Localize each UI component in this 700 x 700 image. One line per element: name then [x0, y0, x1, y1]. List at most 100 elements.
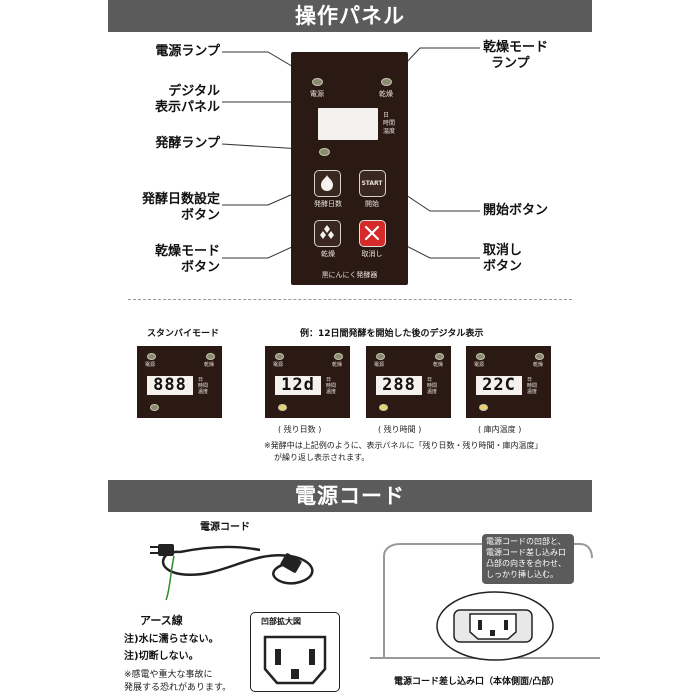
- earth-wire-label: アース線: [140, 614, 183, 627]
- cord-wire: [161, 550, 314, 585]
- mini-dry-lamp: [206, 353, 215, 360]
- plug-head: [158, 544, 174, 556]
- socket-label: 電源コード差し込み口（本体側面/凸部）: [394, 677, 560, 687]
- mini-power-label: 電源: [474, 362, 485, 368]
- callout-dry-line1: 乾燥モード: [154, 244, 220, 259]
- dry-mode-button[interactable]: [314, 220, 341, 247]
- cancel-button[interactable]: [359, 220, 386, 247]
- mini-lcd: 288: [376, 376, 422, 395]
- panel-footer: 黒にんにく発酵器: [321, 271, 378, 279]
- start-button[interactable]: START: [359, 170, 386, 197]
- mini-dry-lamp: [435, 353, 444, 360]
- callout-dry-line2: ボタン: [180, 260, 220, 275]
- display-screen-days: 電源 乾燥 12d 日時間温度: [265, 346, 350, 418]
- female-socket-icon: [263, 635, 327, 685]
- mini-side-labels: 日時間温度: [198, 377, 209, 395]
- mini-ferment-lamp-on: [379, 404, 388, 411]
- caption-remaining-hours: ( 残り時間 ): [378, 425, 422, 434]
- callout-display: デジタル 表示パネル: [120, 84, 220, 116]
- device-side-illustration: [370, 543, 600, 661]
- mini-power-lamp: [476, 353, 485, 360]
- panel-dry-label: 乾燥: [379, 90, 393, 98]
- callout-start-button: 開始ボタン: [483, 203, 549, 218]
- mini-lcd: 22C: [476, 376, 522, 395]
- mini-dry-label: 乾燥: [204, 362, 215, 368]
- ferment-lamp-led: [319, 148, 330, 156]
- mini-side-labels: 日時間温度: [427, 377, 438, 395]
- panel-side-hour: 時間: [383, 120, 396, 127]
- section-title-power-cord: 電源コード: [108, 480, 592, 512]
- mini-dry-label: 乾燥: [433, 362, 444, 368]
- callout-dry-lamp-line2: ランプ: [491, 56, 530, 71]
- mini-power-lamp: [376, 353, 385, 360]
- standby-mode-label: スタンバイモード: [147, 329, 220, 339]
- mini-ferment-lamp-on: [278, 404, 287, 411]
- panel-cancel-label: 取消し: [361, 250, 383, 258]
- dry-lamp-led: [381, 78, 392, 86]
- mini-ferment-lamp: [150, 404, 159, 411]
- example-label: 例：12日間発酵を開始した後のデジタル表示: [300, 329, 484, 339]
- panel-start-label: 開始: [365, 200, 379, 208]
- panel-power-label: 電源: [310, 90, 324, 98]
- mini-dry-lamp: [334, 353, 343, 360]
- warning-cut: 注)切断しない。: [124, 651, 199, 662]
- mini-power-label: 電源: [374, 362, 385, 368]
- instruction-line4: しっかり挿し込む。: [486, 570, 558, 579]
- warning-shock-line2: 発展する恐れがあります。: [124, 683, 232, 693]
- mini-lcd: 12d: [275, 376, 321, 395]
- cancel-icon: [364, 225, 380, 241]
- power-cord-illustration: [150, 544, 314, 601]
- cord-wire-top: [179, 545, 261, 554]
- callout-dry-lamp: 乾燥モード ランプ: [483, 40, 583, 72]
- instruction-line3: 凸部の向きを合わせ、: [486, 559, 566, 568]
- section-title-operation-panel: 操作パネル: [108, 0, 592, 32]
- callout-days-line2: ボタン: [180, 208, 220, 223]
- panel-side-temp: 温度: [383, 128, 396, 135]
- callout-power-lamp: 電源ランプ: [155, 44, 220, 59]
- callout-days-button: 発酵日数設定 ボタン: [110, 192, 220, 224]
- callout-dry-button: 乾燥モード ボタン: [120, 244, 220, 276]
- mini-dry-label: 乾燥: [533, 362, 544, 368]
- instruction-line2: 電源コード差し込み口: [486, 548, 566, 557]
- callout-cancel-button: 取消し ボタン: [483, 243, 583, 275]
- warning-water: 注)水に濡らさない。: [124, 634, 219, 645]
- zoom-box: 凹部拡大図: [250, 612, 340, 692]
- connector-head: [280, 553, 302, 573]
- display-note-line2: が繰り返し表示されます。: [274, 453, 370, 462]
- display-screen-hours: 電源 乾燥 288 日時間温度: [366, 346, 451, 418]
- earth-wire: [165, 555, 175, 601]
- callout-dry-lamp-line1: 乾燥モード: [483, 40, 549, 55]
- panel-side-day: 日: [383, 112, 390, 119]
- dry-mode-icon: [320, 225, 334, 239]
- mini-ferment-lamp-on: [479, 404, 488, 411]
- callout-cancel-line2: ボタン: [483, 259, 523, 274]
- panel-dry-button-label: 乾燥: [321, 250, 335, 258]
- power-cord-label: 電源コード: [200, 522, 250, 533]
- mini-dry-lamp: [535, 353, 544, 360]
- callout-display-line1: デジタル: [168, 84, 220, 99]
- mini-side-labels: 日時間温度: [527, 377, 538, 395]
- mini-power-lamp: [147, 353, 156, 360]
- caption-inside-temperature: ( 庫内温度 ): [478, 425, 522, 434]
- mini-power-label: 電源: [273, 362, 284, 368]
- instruction-line1: 電源コードの凹部と、: [486, 537, 566, 546]
- callout-cancel-line1: 取消し: [483, 243, 523, 258]
- display-screen-temperature: 電源 乾燥 22C 日時間温度: [466, 346, 551, 418]
- digital-display: [318, 108, 378, 140]
- control-panel: 電源 乾燥 日 時間 温度 発酵日数 START 開始 乾燥 取消し 黒にんにく…: [291, 52, 408, 285]
- mini-dry-label: 乾燥: [332, 362, 343, 368]
- instruction-box: 電源コードの凹部と、 電源コード差し込み口 凸部の向きを合わせ、 しっかり挿し込…: [482, 534, 574, 584]
- ferment-days-button[interactable]: [314, 170, 341, 197]
- callout-display-line2: 表示パネル: [154, 100, 220, 115]
- mini-power-label: 電源: [145, 362, 156, 368]
- callout-ferment-lamp: 発酵ランプ: [155, 136, 220, 151]
- section-divider: [128, 299, 572, 300]
- display-screen-standby: 電源 乾燥 888 日時間温度: [137, 346, 222, 418]
- display-note-line1: ※発酵中は上記例のように、表示パネルに「残り日数・残り時間・庫内温度」: [264, 441, 543, 450]
- start-icon-text: START: [361, 180, 383, 187]
- garlic-icon: [321, 175, 333, 191]
- mini-lcd: 888: [147, 376, 193, 395]
- caption-remaining-days: ( 残り日数 ): [278, 425, 322, 434]
- panel-side-labels: 日 時間 温度: [383, 112, 401, 136]
- warning-shock-line1: ※感電や重大な事故に: [124, 670, 213, 680]
